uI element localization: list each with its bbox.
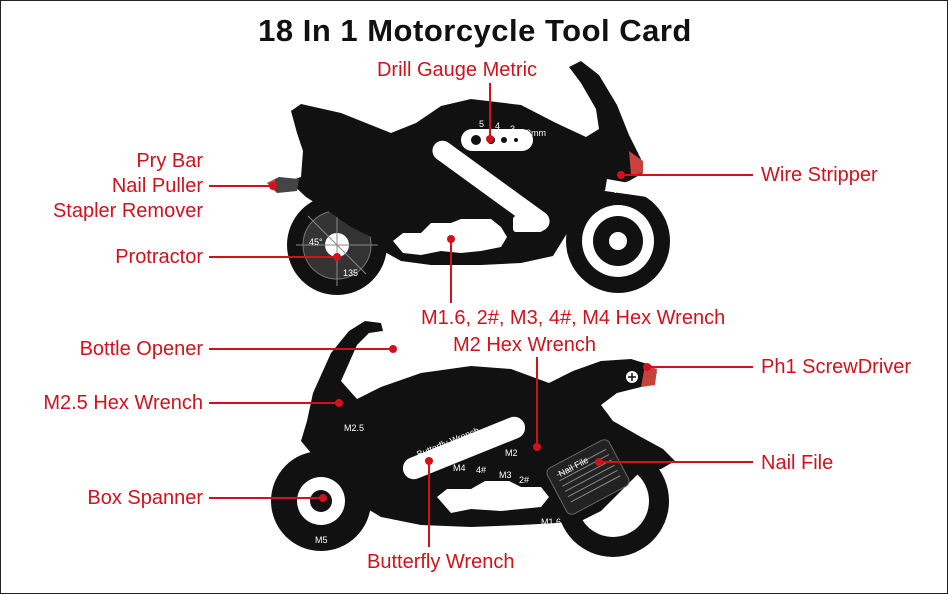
top-nose-accent [629, 151, 643, 175]
engraved-m3: M3 [499, 470, 512, 480]
leader-lines [209, 83, 753, 547]
gauge-5: 5 [479, 119, 484, 129]
bottom-hex-slots [437, 481, 549, 513]
label-ph1: Ph1 ScrewDriver [761, 356, 911, 378]
engraved-m16: M1.6 [541, 517, 561, 527]
engraved-45: 45° [309, 237, 323, 247]
label-hex-wrench-multi: M1.6, 2#, M3, 4#, M4 Hex Wrench [421, 307, 725, 329]
engraved-wire-stripper: Wire Stripper [613, 185, 666, 195]
bottom-motorcycle: M2.5 Butterfly Wrench M2 M4 4# M3 2# Nai… [271, 321, 675, 557]
engraved-h2: 2# [519, 475, 529, 485]
bottom-nail-file [546, 439, 630, 515]
bottom-butterfly-slot [402, 416, 526, 480]
label-nail-puller: Nail Puller [112, 175, 203, 197]
top-drill-gauge-slot [461, 129, 533, 151]
engraved-m4: M4 [453, 463, 466, 473]
label-pry-bar: Pry Bar [136, 150, 203, 172]
label-drill-gauge: Drill Gauge Metric [377, 59, 537, 81]
diagram-title: 18 In 1 Motorcycle Tool Card [258, 13, 692, 48]
label-m25-hex: M2.5 Hex Wrench [43, 392, 203, 414]
label-stapler-remover: Stapler Remover [53, 200, 203, 222]
engraved-h4: 4# [476, 465, 486, 475]
label-nail-file: Nail File [761, 452, 833, 474]
gauge-4: 4 [495, 121, 500, 131]
engraved-m25: M2.5 [344, 423, 364, 433]
label-protractor: Protractor [115, 246, 203, 268]
callout-labels: Drill Gauge Metric Pry Bar Nail Puller S… [43, 59, 911, 573]
gauge-3: 3 [510, 124, 515, 134]
engraved-135: 135 [343, 268, 358, 278]
bottom-tail-accent [641, 365, 657, 387]
top-motorcycle: 5 4 3 2mm Wire Stripper 45° 135 [267, 61, 670, 295]
label-box-spanner: Box Spanner [87, 487, 203, 509]
engraved-m5: M5 [315, 535, 328, 545]
label-wire-stripper: Wire Stripper [761, 164, 878, 186]
label-bottle-opener: Bottle Opener [80, 338, 204, 360]
gauge-2mm: 2mm [526, 128, 546, 138]
label-m2-hex: M2 Hex Wrench [453, 334, 596, 356]
engraved-m2: M2 [505, 448, 518, 458]
label-butterfly: Butterfly Wrench [367, 551, 514, 573]
top-diagonal-slot [432, 140, 550, 232]
